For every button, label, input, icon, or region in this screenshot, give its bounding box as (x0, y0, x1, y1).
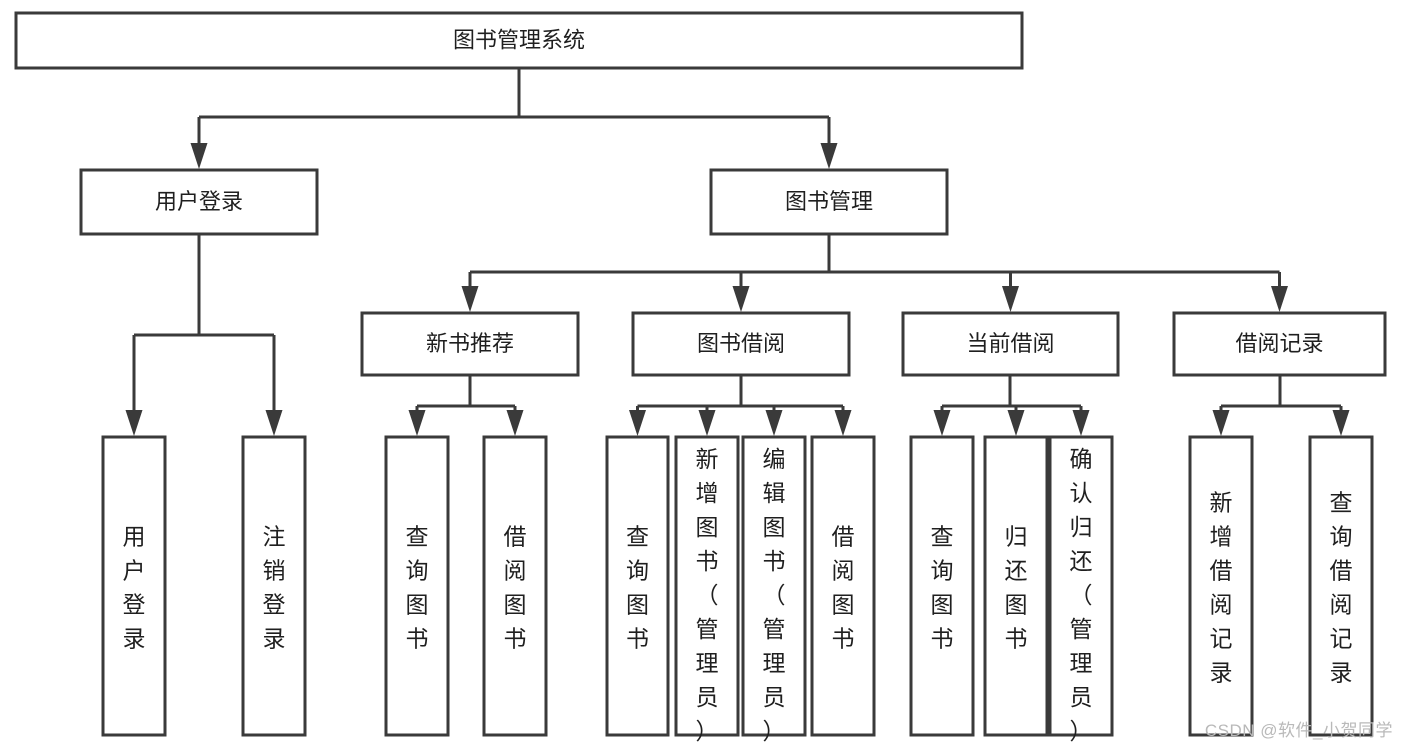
node-box-leaf-logout[interactable] (241, 435, 307, 737)
node-label-leaf-edit-book: 编辑图书（管理员） (763, 446, 786, 744)
node-leaf-add-book[interactable]: 新增图书（管理员） (674, 435, 740, 744)
arrowhead-icon (125, 410, 143, 436)
node-label-book-borrow: 图书借阅 (697, 331, 785, 356)
connector-current-borrow (933, 375, 1090, 436)
arrowhead-icon (834, 410, 852, 436)
connector-user-login (125, 234, 283, 436)
node-box-leaf-confirm-return[interactable] (1048, 435, 1114, 737)
arrowhead-icon (765, 410, 783, 436)
node-label-current-borrow: 当前借阅 (966, 331, 1054, 356)
node-label-user-login: 用户登录 (155, 189, 243, 214)
node-box-leaf-borrow-book-2[interactable] (810, 435, 876, 737)
arrowhead-icon (1007, 410, 1025, 436)
node-box-current-borrow[interactable] (901, 311, 1120, 377)
node-leaf-query-book-1[interactable]: 查询图书 (384, 435, 450, 737)
arrowhead-icon (265, 410, 283, 436)
arrowhead-icon (1002, 286, 1019, 312)
node-box-user-login[interactable] (79, 168, 319, 236)
node-box-leaf-query-record[interactable] (1308, 435, 1374, 737)
node-label-leaf-logout: 注销登录 (263, 524, 286, 652)
node-leaf-add-record[interactable]: 新增借阅记录 (1188, 435, 1254, 737)
node-box-leaf-return-book[interactable] (983, 435, 1049, 737)
node-leaf-query-record[interactable]: 查询借阅记录 (1308, 435, 1374, 737)
node-box-borrow-record[interactable] (1172, 311, 1387, 377)
node-label-leaf-add-book: 新增图书（管理员） (696, 446, 719, 744)
node-leaf-borrow-book-2[interactable]: 借阅图书 (810, 435, 876, 737)
node-label-new-book-rec: 新书推荐 (426, 331, 514, 356)
node-box-new-book-rec[interactable] (360, 311, 580, 377)
node-new-book-rec[interactable]: 新书推荐 (360, 311, 580, 377)
arrowhead-icon (629, 410, 646, 436)
node-current-borrow[interactable]: 当前借阅 (901, 311, 1120, 377)
node-leaf-confirm-return[interactable]: 确认归还（管理员） (1048, 435, 1114, 744)
arrowhead-icon (820, 143, 838, 169)
node-box-leaf-add-record[interactable] (1188, 435, 1254, 737)
node-root[interactable]: 图书管理系统 (14, 11, 1024, 70)
node-user-login[interactable]: 用户登录 (79, 168, 319, 236)
node-leaf-query-book-3[interactable]: 查询图书 (909, 435, 975, 737)
node-label-leaf-borrow-book-1: 借阅图书 (504, 524, 527, 652)
node-label-leaf-query-book-1: 查询图书 (406, 524, 429, 652)
arrowhead-icon (698, 410, 716, 436)
node-leaf-borrow-book-1[interactable]: 借阅图书 (482, 435, 548, 737)
node-leaf-query-book-2[interactable]: 查询图书 (605, 435, 670, 737)
node-label-leaf-query-book-2: 查询图书 (626, 524, 649, 652)
connector-book-borrow (629, 375, 852, 436)
node-book-manage[interactable]: 图书管理 (709, 168, 949, 236)
node-box-book-manage[interactable] (709, 168, 949, 236)
node-borrow-record[interactable]: 借阅记录 (1172, 311, 1387, 377)
node-label-book-manage: 图书管理 (785, 189, 873, 214)
node-box-leaf-borrow-book-1[interactable] (482, 435, 548, 737)
node-leaf-user-login[interactable]: 用户登录 (101, 435, 167, 737)
arrowhead-icon (1332, 410, 1350, 436)
arrowhead-icon (933, 410, 951, 436)
node-label-leaf-query-record: 查询借阅记录 (1330, 490, 1353, 686)
node-box-book-borrow[interactable] (631, 311, 851, 377)
arrowhead-icon (408, 410, 426, 436)
connector-borrow-record (1212, 375, 1350, 436)
node-label-leaf-add-record: 新增借阅记录 (1210, 490, 1233, 686)
node-leaf-edit-book[interactable]: 编辑图书（管理员） (741, 435, 807, 744)
node-label-leaf-confirm-return: 确认归还（管理员） (1070, 446, 1093, 744)
connector-edges (125, 68, 1350, 436)
node-box-leaf-user-login[interactable] (101, 435, 167, 737)
node-box-leaf-edit-book[interactable] (741, 435, 807, 737)
arrowhead-icon (1072, 410, 1090, 436)
node-box-leaf-query-book-1[interactable] (384, 435, 450, 737)
node-label-leaf-query-book-3: 查询图书 (931, 524, 954, 652)
node-leaf-return-book[interactable]: 归还图书 (983, 435, 1049, 737)
node-label-leaf-return-book: 归还图书 (1005, 524, 1028, 652)
node-boxes: 图书管理系统用户登录图书管理新书推荐图书借阅当前借阅借阅记录用户登录注销登录查询… (14, 11, 1387, 744)
arrowhead-icon (1212, 410, 1230, 436)
arrowhead-icon (461, 286, 479, 312)
node-label-leaf-borrow-book-2: 借阅图书 (832, 524, 855, 652)
node-box-leaf-query-book-2[interactable] (605, 435, 670, 737)
node-box-leaf-query-book-3[interactable] (909, 435, 975, 737)
connector-root (190, 68, 838, 169)
node-label-root: 图书管理系统 (453, 27, 585, 52)
arrowhead-icon (506, 410, 524, 436)
arrowhead-icon (1271, 286, 1288, 312)
node-label-borrow-record: 借阅记录 (1235, 331, 1323, 356)
node-box-leaf-add-book[interactable] (674, 435, 740, 737)
connector-book-manage (461, 234, 1288, 312)
arrowhead-icon (190, 143, 208, 169)
node-book-borrow[interactable]: 图书借阅 (631, 311, 851, 377)
node-label-leaf-user-login: 用户登录 (123, 524, 146, 652)
connector-new-book-rec (408, 375, 524, 436)
arrowhead-icon (732, 286, 750, 312)
node-box-root[interactable] (14, 11, 1024, 70)
node-leaf-logout[interactable]: 注销登录 (241, 435, 307, 737)
